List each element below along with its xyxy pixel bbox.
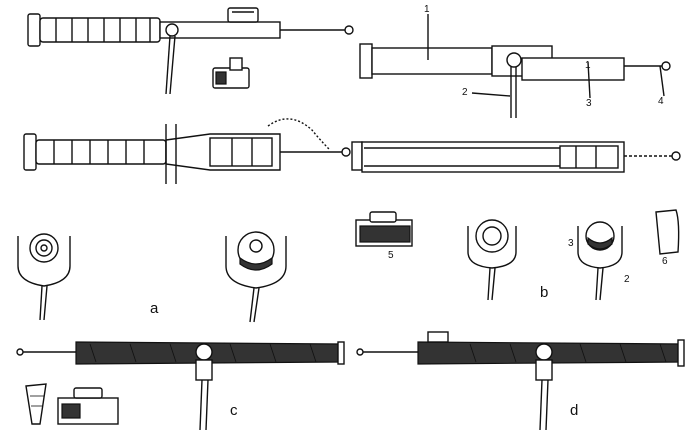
part-number-2-top: 2	[462, 87, 468, 98]
gun-d-long	[356, 331, 685, 431]
panel-label-c: c	[230, 402, 238, 419]
panel-label-a: a	[150, 300, 159, 317]
panel-label-b: b	[540, 284, 549, 301]
part-5-block	[355, 211, 413, 247]
part-number-2-sight: 2	[624, 274, 630, 285]
part-number-3-top: 3	[586, 98, 592, 109]
part-6-blade	[655, 209, 680, 255]
part-number-5: 5	[388, 250, 394, 261]
gun-c-long	[16, 341, 345, 431]
gun-a-side-view	[27, 7, 354, 95]
part-number-4-top: 4	[658, 96, 664, 107]
gun-a-top-view	[23, 118, 351, 184]
part-number-6: 6	[662, 256, 668, 267]
part-number-3-sight: 3	[568, 238, 574, 249]
gun-b-cutaway	[351, 141, 681, 173]
sight-disc-b2	[577, 221, 623, 301]
gun-c-accessories	[25, 383, 119, 425]
sight-disc-a2	[225, 231, 287, 323]
gun-b-side-view	[359, 14, 671, 118]
sight-block-a	[212, 57, 250, 89]
part-number-1-top: 1	[424, 4, 430, 15]
part-number-1-mid: 1	[585, 60, 591, 71]
sight-disc-b1	[467, 219, 517, 301]
panel-label-d: d	[570, 402, 579, 419]
sight-disc-a1	[17, 233, 71, 321]
